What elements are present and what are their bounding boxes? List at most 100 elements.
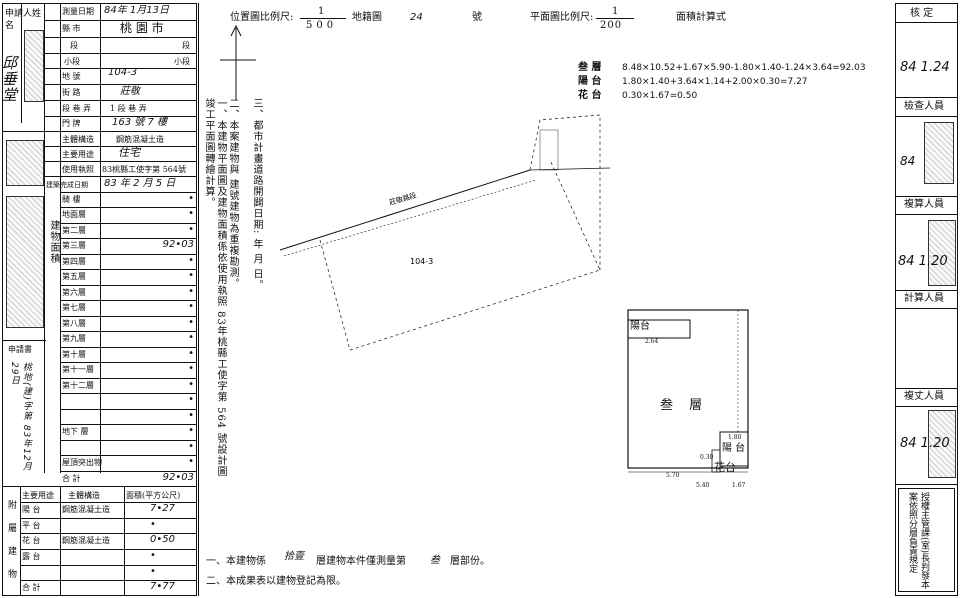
annex-header-area: 面積(平方公尺) [126, 491, 181, 500]
calc-row-formula: 0.30×1.67=0.50 [622, 91, 698, 101]
floor-label: 地下 層 [62, 427, 89, 437]
applicant-stamp [24, 30, 44, 102]
floor-value: • [188, 440, 194, 452]
annex-use: 花 台 [22, 536, 41, 546]
floor-label: 第十二層 [62, 380, 94, 390]
city-value: 桃 園 市 [120, 21, 164, 35]
floor-value: • [188, 332, 194, 344]
annex-area: • [150, 565, 156, 577]
dim-167: 1.67 [732, 482, 746, 489]
inspector-label: 檢查人員 [904, 101, 944, 112]
lot-label: 104-3 [410, 257, 433, 266]
balcony-label-bottom: 陽 台 [722, 443, 746, 454]
floor-label: 第八層 [62, 318, 86, 328]
recheck-date: 84 1.20 [898, 254, 948, 269]
survey-date-value: 84年 1月13日 [104, 5, 169, 16]
calc-row-formula: 8.48×10.52+1.67×5.90-1.80×1.40-1.24×3.64… [622, 63, 866, 73]
application-value: 桃地(建)字第 83年12月29日 [9, 362, 31, 472]
annex-side-label: 附屬建物 [6, 500, 16, 592]
right-column [895, 3, 958, 596]
subsection-label: 小段 [64, 57, 80, 66]
annex-use: 平 台 [22, 520, 41, 530]
floor-value: • [188, 285, 194, 297]
floor-label: 第十層 [62, 349, 86, 359]
lot-value: 104-3 [108, 67, 138, 78]
left-table [2, 3, 197, 596]
inspector-stamp [924, 122, 954, 184]
recheck-stamp [928, 220, 956, 286]
floor-value: • [188, 347, 194, 359]
road-value: 莊敬 [120, 86, 140, 97]
calc-row-name: 花 台 [578, 90, 602, 101]
floor-value: • [188, 270, 194, 282]
dim-570: 5.70 [666, 472, 680, 479]
calc-row-formula: 1.80×1.40+3.64×1.14+2.00×0.30=7.27 [622, 77, 808, 87]
annex-area: • [150, 518, 156, 530]
floor-value: • [188, 425, 194, 437]
main-floor-label: 叁 層 [660, 398, 709, 413]
official-stamp-1 [6, 140, 44, 186]
site-plan-scale-num: 1 [318, 6, 325, 17]
floor-plan-scale-den: 200 [600, 20, 623, 31]
floors-header: 建物面積 [48, 220, 59, 264]
annex-area: 0•50 [150, 534, 175, 546]
calc-row-name: 叁 層 [578, 62, 602, 73]
floor-value: • [188, 363, 194, 375]
annex-struct: 鋼筋混凝土造 [62, 536, 110, 546]
authorize-text: 授權主管課(室)長判發本案依照分層負責規定 [907, 492, 929, 590]
applicant-label: 申請人姓名 [5, 9, 42, 31]
floor-value: • [188, 301, 194, 313]
drafter-stamp [928, 410, 956, 478]
structure-label: 主體構造 [62, 135, 94, 144]
road-label: 莊敬路段 [388, 191, 417, 207]
floor-value: 92•03 [162, 471, 194, 483]
annex-use: 陽 台 [22, 505, 41, 514]
usage-label: 主要用途 [62, 150, 94, 159]
annex-area: 7•27 [150, 503, 175, 514]
floor-value: • [188, 456, 194, 468]
annex-header-struct: 主體構造 [68, 491, 100, 500]
floor-value: • [188, 394, 194, 406]
floor-label: 第九層 [62, 334, 86, 344]
floor-label: 第十一層 [62, 365, 94, 375]
city-label: 縣 市 [62, 24, 81, 33]
floor-value: • [188, 316, 194, 328]
bottom-note-1d: 叁 [430, 555, 440, 566]
usage-value: 住宅 [118, 146, 140, 159]
section-label-right: 段 [182, 41, 190, 50]
floor-label: 第五層 [62, 272, 86, 282]
site-plan-title: 位置圖比例尺: [230, 12, 294, 23]
permit-value: 83桃縣工使字第 564號 [102, 165, 186, 174]
site-plan-drawing: 莊敬路段 104-3 [220, 24, 610, 351]
calc-label: 計算人員 [904, 293, 944, 304]
bottom-note-1a: 一、本建物係 [206, 556, 266, 567]
check-label: 核 定 [910, 8, 934, 19]
floor-label: 地面層 [62, 210, 86, 220]
map-sheet-unit: 號 [472, 12, 482, 23]
floor-value: • [188, 378, 194, 390]
annex-use: 合 計 [22, 583, 41, 593]
official-stamp-2 [6, 196, 44, 328]
floor-value: 92•03 [162, 239, 194, 251]
drafter-label: 複丈人員 [904, 391, 944, 402]
annex-use: 露 台 [22, 552, 41, 561]
annex-area: • [150, 550, 156, 561]
door-value: 163 號 7 樓 [112, 117, 167, 128]
planter-label: 花台 [714, 461, 736, 474]
dim-540: 5.40 [696, 482, 710, 489]
floor-value: • [188, 254, 194, 266]
floor-label: 屋頂突出物 [62, 458, 102, 468]
check-date: 84 1.24 [900, 60, 950, 75]
lane-label: 段 巷 弄 [62, 104, 92, 113]
floor-label: 合 計 [62, 473, 81, 483]
dim-180: 1.80 [728, 434, 742, 441]
lane-value: 1 段 巷 弄 [110, 104, 147, 113]
annex-header-use: 主要用途 [22, 491, 54, 500]
note-3: 三、都市計畫道路開闢日期: 年 月 日。 [251, 98, 262, 291]
floor-value: • [188, 208, 194, 220]
bottom-note-1c: 層建物本件僅測量第 [316, 556, 406, 567]
floor-plan-title: 平面圖比例尺: [530, 12, 594, 23]
survey-date-label: 測量日期 [62, 7, 94, 16]
balcony-label-top: 陽台 [630, 321, 650, 332]
floor-label: 第七層 [62, 303, 86, 313]
